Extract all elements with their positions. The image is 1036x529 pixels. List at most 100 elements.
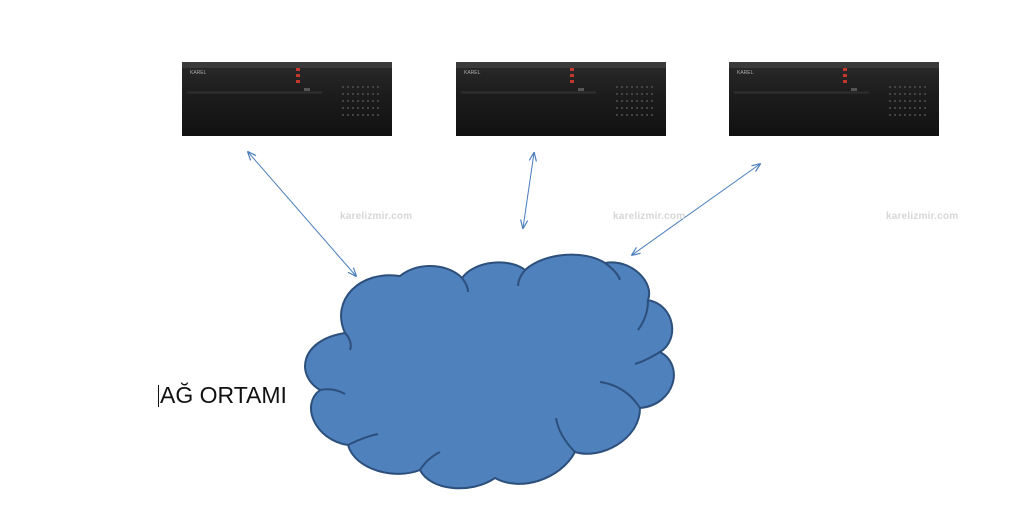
vent-hole	[651, 114, 653, 116]
vent-hole	[641, 107, 643, 109]
vent-hole	[646, 93, 648, 95]
server-top-edge	[182, 62, 392, 68]
vent-hole	[909, 86, 911, 88]
vent-hole	[352, 100, 354, 102]
vent-hole	[372, 107, 374, 109]
vent-hole	[362, 86, 364, 88]
server-front-panel	[729, 62, 939, 136]
vent-hole	[621, 86, 623, 88]
vent-hole	[357, 93, 359, 95]
vent-hole	[646, 107, 648, 109]
vent-hole	[616, 107, 618, 109]
vent-hole	[919, 93, 921, 95]
vent-hole	[924, 93, 926, 95]
vent-hole	[616, 86, 618, 88]
vent-hole	[646, 86, 648, 88]
vent-hole	[914, 100, 916, 102]
vent-hole	[352, 107, 354, 109]
server-leds	[296, 68, 310, 91]
vent-hole	[352, 86, 354, 88]
vent-hole	[894, 107, 896, 109]
server-badge: KAREL	[464, 70, 481, 76]
server-front-panel	[456, 62, 666, 136]
vent-hole	[631, 107, 633, 109]
vent-hole	[636, 107, 638, 109]
vent-hole	[924, 86, 926, 88]
vent-hole	[347, 86, 349, 88]
vent-hole	[651, 86, 653, 88]
vent-hole	[621, 100, 623, 102]
vent-hole	[651, 93, 653, 95]
server-badge: KAREL	[737, 70, 754, 76]
vent-hole	[367, 107, 369, 109]
server-top-edge	[456, 62, 666, 68]
vent-hole	[651, 100, 653, 102]
vent-hole	[894, 93, 896, 95]
server-leds	[570, 68, 584, 91]
server-vent-grille	[889, 86, 926, 116]
vent-hole	[631, 93, 633, 95]
vent-hole	[899, 100, 901, 102]
server-top-edge	[729, 62, 939, 68]
vent-hole	[347, 114, 349, 116]
vent-hole	[641, 86, 643, 88]
vent-hole	[919, 107, 921, 109]
vent-hole	[889, 107, 891, 109]
vent-hole	[362, 107, 364, 109]
vent-hole	[616, 93, 618, 95]
vent-hole	[367, 114, 369, 116]
vent-hole	[342, 107, 344, 109]
vent-hole	[924, 100, 926, 102]
vent-hole	[362, 93, 364, 95]
vent-hole	[646, 100, 648, 102]
vent-hole	[909, 107, 911, 109]
vent-hole	[641, 93, 643, 95]
vent-hole	[626, 93, 628, 95]
vent-hole	[621, 93, 623, 95]
vent-hole	[919, 114, 921, 116]
network-label-text: AĞ ORTAMI	[160, 382, 287, 408]
vent-hole	[631, 114, 633, 116]
vent-hole	[904, 114, 906, 116]
server-badge: KAREL	[190, 70, 207, 76]
server-vent-grille	[342, 86, 379, 116]
vent-hole	[631, 100, 633, 102]
vent-hole	[889, 100, 891, 102]
vent-hole	[357, 100, 359, 102]
vent-hole	[914, 107, 916, 109]
vent-hole	[377, 86, 379, 88]
vent-hole	[636, 93, 638, 95]
vent-hole	[889, 114, 891, 116]
vent-hole	[651, 107, 653, 109]
vent-hole	[631, 86, 633, 88]
vent-hole	[914, 114, 916, 116]
vent-hole	[636, 100, 638, 102]
vent-hole	[909, 114, 911, 116]
server-vent-grille	[616, 86, 653, 116]
vent-hole	[641, 114, 643, 116]
vent-hole	[342, 114, 344, 116]
server-device-1: KAREL	[182, 62, 392, 136]
vent-hole	[899, 114, 901, 116]
vent-hole	[347, 93, 349, 95]
cloud-inner-curves	[319, 262, 661, 471]
vent-hole	[362, 100, 364, 102]
server-bevel	[187, 91, 322, 94]
vent-hole	[641, 100, 643, 102]
vent-hole	[377, 93, 379, 95]
vent-hole	[362, 114, 364, 116]
watermark-3: karelizmir.com	[886, 211, 959, 222]
vent-hole	[904, 86, 906, 88]
vent-hole	[914, 86, 916, 88]
vent-hole	[899, 86, 901, 88]
vent-hole	[899, 93, 901, 95]
vent-hole	[924, 107, 926, 109]
vent-hole	[621, 107, 623, 109]
vent-hole	[347, 107, 349, 109]
vent-hole	[377, 100, 379, 102]
vent-hole	[909, 93, 911, 95]
cloud-shape	[304, 253, 675, 490]
vent-hole	[352, 114, 354, 116]
vent-hole	[904, 107, 906, 109]
